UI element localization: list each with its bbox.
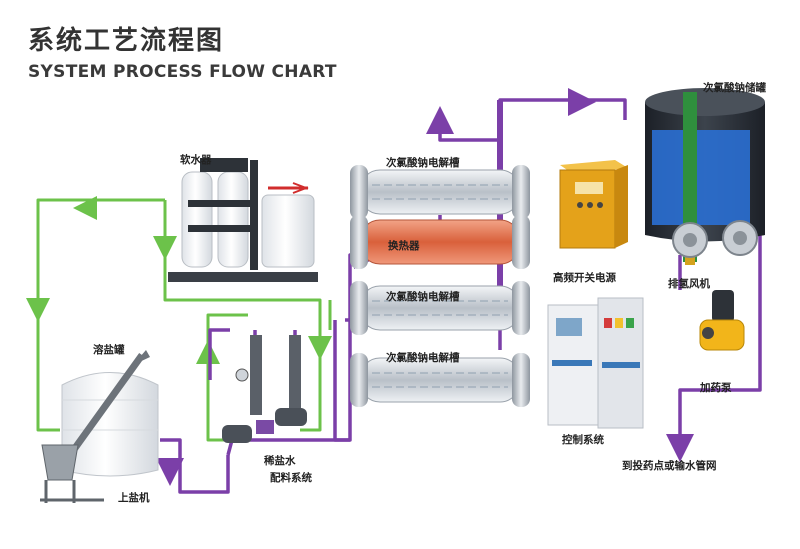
green-pipe-network xyxy=(26,196,332,442)
dosing-point-label: 到投药点或输水管网 xyxy=(622,460,717,472)
heat-exchanger-label: 换热器 xyxy=(388,240,420,252)
electrolytic-cell-top xyxy=(350,165,530,219)
electrolytic-cell-mid xyxy=(350,281,530,335)
dosing-pump-label: 加药泵 xyxy=(700,382,732,394)
dissolving-tank xyxy=(61,372,159,477)
hydrogen-blower xyxy=(672,220,758,258)
power-supply-unit xyxy=(559,160,628,249)
page-title: 系统工艺流程图 xyxy=(28,26,225,56)
softener-label: 软水器 xyxy=(180,154,212,166)
dissolving-tank-label: 溶盐罐 xyxy=(93,344,125,356)
storage-tank-label: 次氯酸钠储罐 xyxy=(703,82,766,94)
brine-line2-label: 配料系统 xyxy=(270,472,312,484)
salt-feeder xyxy=(40,350,150,503)
dosing-pump xyxy=(699,290,745,351)
power-supply-label: 高频开关电源 xyxy=(553,272,616,284)
brine-dosing-system xyxy=(222,335,307,443)
control-cabinet xyxy=(547,297,644,429)
salt-feeder-label: 上盐机 xyxy=(118,492,150,504)
heat-exchanger-unit xyxy=(350,215,530,269)
storage-tank xyxy=(645,88,765,265)
control-system-label: 控制系统 xyxy=(562,434,604,446)
electrolytic-cell-bottom xyxy=(350,353,530,407)
cell-top-label: 次氯酸钠电解槽 xyxy=(386,157,460,169)
page-subtitle: SYSTEM PROCESS FLOW CHART xyxy=(28,62,337,82)
hydrogen-blower-label: 排氢风机 xyxy=(668,278,710,290)
cell-mid-label: 次氯酸钠电解槽 xyxy=(386,291,460,303)
softener-unit xyxy=(168,158,318,282)
cell-bottom-label: 次氯酸钠电解槽 xyxy=(386,352,460,364)
brine-line1-label: 稀盐水 xyxy=(264,455,296,467)
